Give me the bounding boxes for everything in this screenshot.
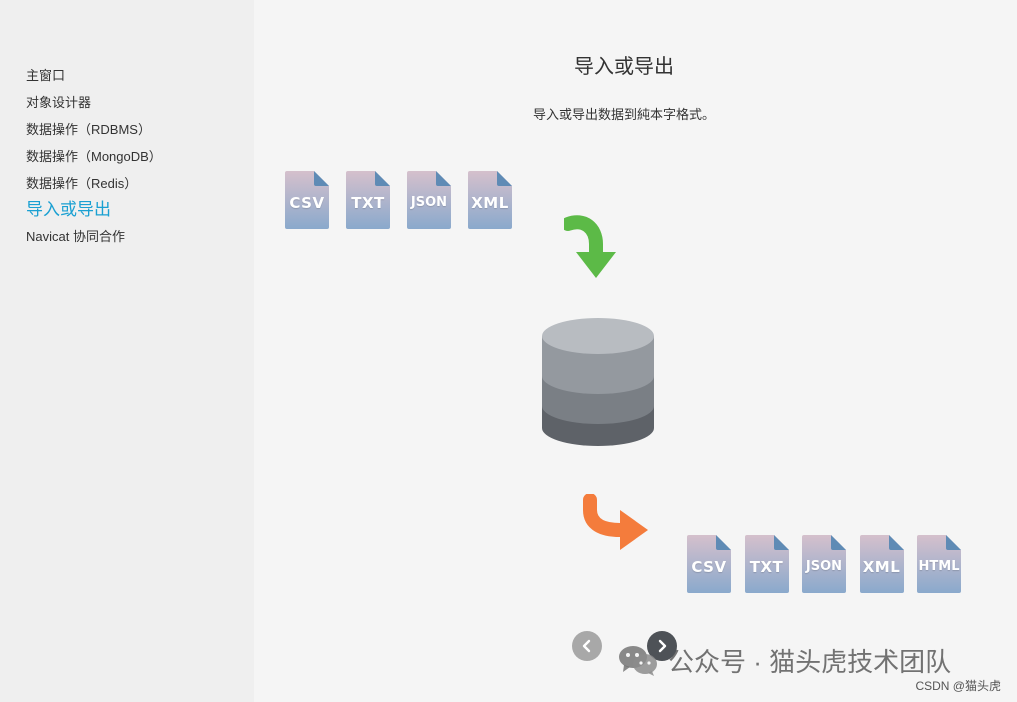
watermark-text: 公众号 · 猫头虎技术团队 <box>668 646 952 677</box>
document-icon <box>407 171 451 229</box>
file-format-label: XML <box>471 194 509 212</box>
file-icon-json: JSON <box>406 170 452 230</box>
orange-curved-arrow-icon <box>583 494 648 550</box>
previous-slide-button[interactable] <box>572 631 602 661</box>
file-format-label: CSV <box>289 194 325 212</box>
file-format-label: XML <box>862 558 901 576</box>
sidebar-item-data-mongodb[interactable]: 数据操作（MongoDB） <box>26 149 162 164</box>
chevron-left-icon <box>582 639 591 653</box>
file-format-label: TXT <box>749 558 784 576</box>
document-icon <box>468 171 512 229</box>
file-icon-json: JSON <box>801 534 847 594</box>
document-icon <box>687 535 731 593</box>
document-icon <box>917 535 961 593</box>
sidebar-item-main-window[interactable]: 主窗口 <box>26 68 66 83</box>
sidebar-nav: 主窗口 对象设计器 数据操作（RDBMS） 数据操作（MongoDB） 数据操作… <box>26 66 162 254</box>
watermark: 公众号 · 猫头虎技术团队 <box>618 640 951 680</box>
sidebar: 主窗口 对象设计器 数据操作（RDBMS） 数据操作（MongoDB） 数据操作… <box>0 0 254 702</box>
csdn-credit: CSDN @猫头虎 <box>915 679 1001 693</box>
green-curved-arrow-icon <box>564 215 616 278</box>
sidebar-item-object-designer[interactable]: 对象设计器 <box>26 95 92 110</box>
file-icon-txt: TXT <box>744 534 790 594</box>
wechat-icon <box>619 646 657 676</box>
document-icon <box>802 535 846 593</box>
page-description: 导入或导出数据到純本字格式。 <box>532 107 715 122</box>
file-format-label: TXT <box>351 194 385 212</box>
document-icon <box>346 171 390 229</box>
document-icon <box>285 171 329 229</box>
file-icon-xml: XML <box>467 170 513 230</box>
file-icon-txt: TXT <box>345 170 391 230</box>
file-icon-html: HTML <box>916 534 962 594</box>
database-icon <box>542 318 654 446</box>
chevron-right-icon <box>658 639 667 653</box>
file-icon-xml: XML <box>859 534 905 594</box>
file-icon-csv: CSV <box>686 534 732 594</box>
file-format-label: JSON <box>410 195 448 210</box>
page-title: 导入或导出 <box>574 56 674 78</box>
sidebar-item-data-redis[interactable]: 数据操作（Redis） <box>26 176 138 191</box>
sidebar-item-import-export[interactable]: 导入或导出 <box>26 200 111 219</box>
file-format-label: JSON <box>805 559 843 574</box>
file-format-label: HTML <box>918 559 960 574</box>
document-icon <box>859 535 904 593</box>
sidebar-item-data-rdbms[interactable]: 数据操作（RDBMS） <box>26 122 151 137</box>
file-format-label: CSV <box>691 558 727 576</box>
main-content: 导入或导出 导入或导出数据到純本字格式。 CSV TXT JSON XML CSV TX… <box>254 0 1009 702</box>
document-icon <box>744 535 789 593</box>
file-icon-csv: CSV <box>284 170 330 230</box>
sidebar-item-collaboration[interactable]: Navicat 协同合作 <box>26 229 125 244</box>
